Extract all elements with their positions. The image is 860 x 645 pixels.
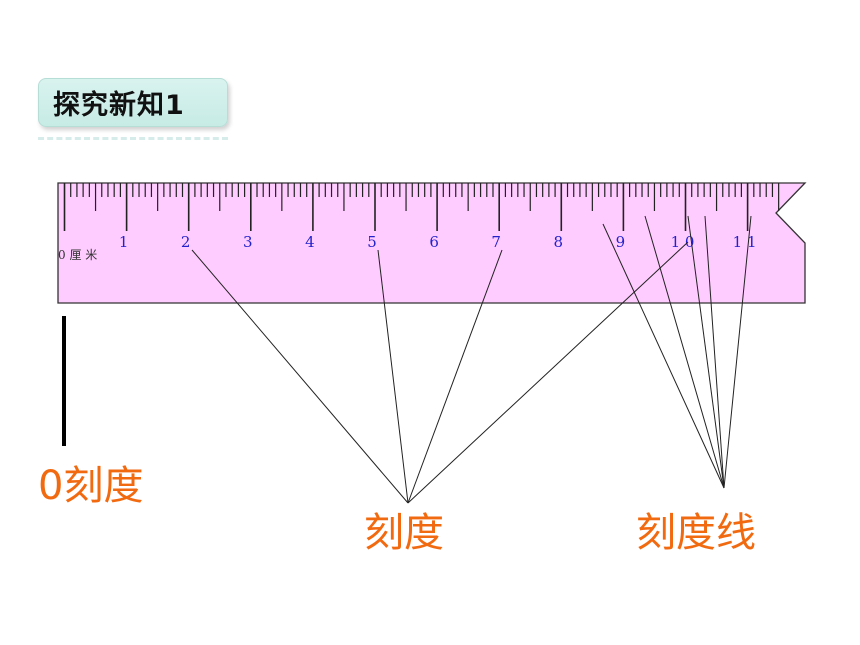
callout-lines [191, 215, 752, 504]
ruler-number: 4 [305, 233, 315, 251]
scale-label: 刻度 [364, 510, 444, 556]
callout-line [602, 223, 725, 489]
ruler-number: 7 [491, 233, 501, 251]
ruler-number: 1 [119, 233, 129, 251]
ruler-number: 2 [181, 233, 191, 251]
ruler-body [57, 182, 807, 304]
ruler-number: 5 [367, 233, 377, 251]
ruler: 1 2 3 4 5 6 7 8 9 1 0 1 1 0 厘 米 [57, 182, 807, 304]
zero-mark-label: 0刻度 [38, 463, 144, 509]
callout-line [377, 249, 409, 504]
callout-line [191, 249, 409, 504]
ruler-number: 9 [616, 233, 626, 251]
ruler-number: 3 [243, 233, 253, 251]
ruler-numbers: 1 2 3 4 5 6 7 8 9 1 0 1 1 [119, 233, 757, 251]
title-dashed-rule [38, 137, 228, 140]
ruler-number: 6 [429, 233, 439, 251]
ruler-number: 1 1 [733, 233, 757, 251]
callout-line [407, 249, 503, 504]
callout-line [687, 215, 725, 489]
ruler-ticks [63, 183, 780, 231]
ruler-number: 8 [554, 233, 564, 251]
callout-line [644, 215, 725, 489]
scale-lines-label: 刻度线 [636, 510, 756, 556]
section-title: 探究新知1 [53, 90, 185, 121]
callout-line [704, 215, 725, 489]
section-title-tab: 探究新知1 [38, 78, 228, 127]
callout-line [407, 241, 689, 504]
ruler-zero-unit-label: 0 厘 米 [58, 248, 97, 262]
callout-line [723, 215, 752, 489]
ruler-number: 1 0 [671, 233, 695, 251]
